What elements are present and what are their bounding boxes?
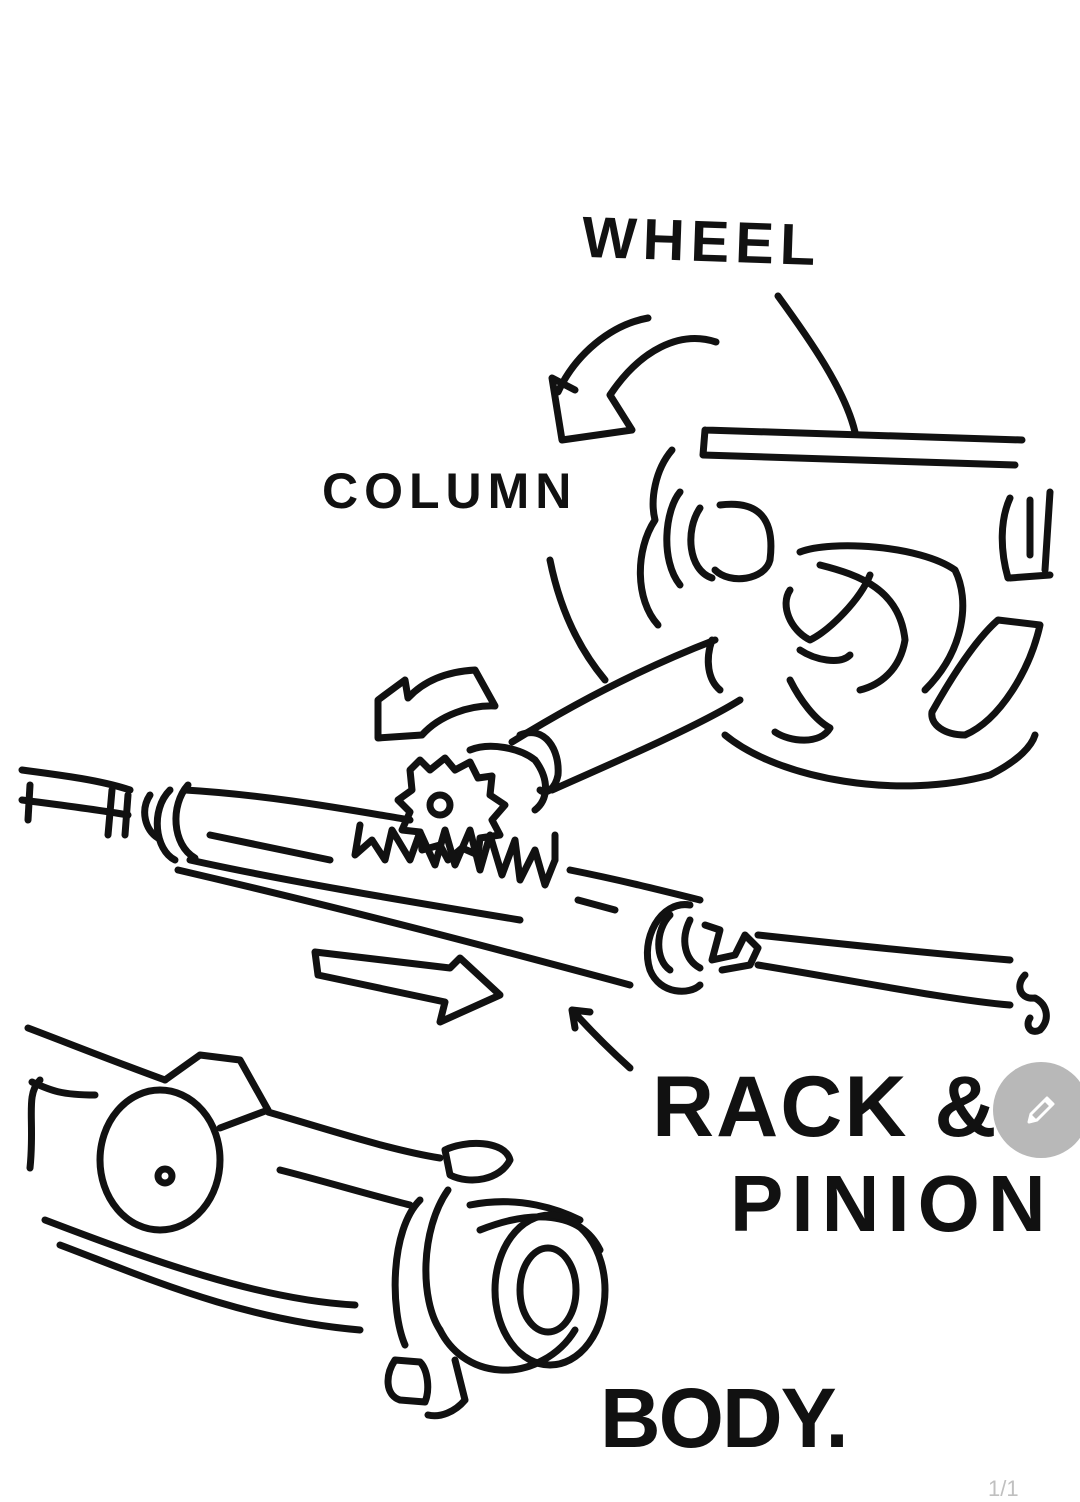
label-pinion: PINION xyxy=(730,1159,1054,1248)
edit-button[interactable] xyxy=(993,1062,1080,1158)
wheel-leader-line xyxy=(774,292,859,436)
rotation-arrow-small xyxy=(374,666,499,742)
steering-wheel xyxy=(636,426,1054,790)
page-indicator: 1/1 xyxy=(988,1476,1019,1501)
label-body: BODY. xyxy=(600,1371,849,1465)
pencil-icon xyxy=(1027,1096,1055,1124)
movement-arrow xyxy=(311,948,504,1026)
rotation-arrow-large xyxy=(548,314,720,444)
rack-housing xyxy=(18,766,1050,1035)
label-wheel: WHEEL xyxy=(580,204,823,279)
label-column: COLUMN xyxy=(322,463,578,519)
body-part xyxy=(24,1024,609,1420)
label-rack-and: RACK & xyxy=(652,1059,999,1155)
steering-column xyxy=(508,556,744,796)
rack-leader-arrow xyxy=(568,1006,634,1072)
